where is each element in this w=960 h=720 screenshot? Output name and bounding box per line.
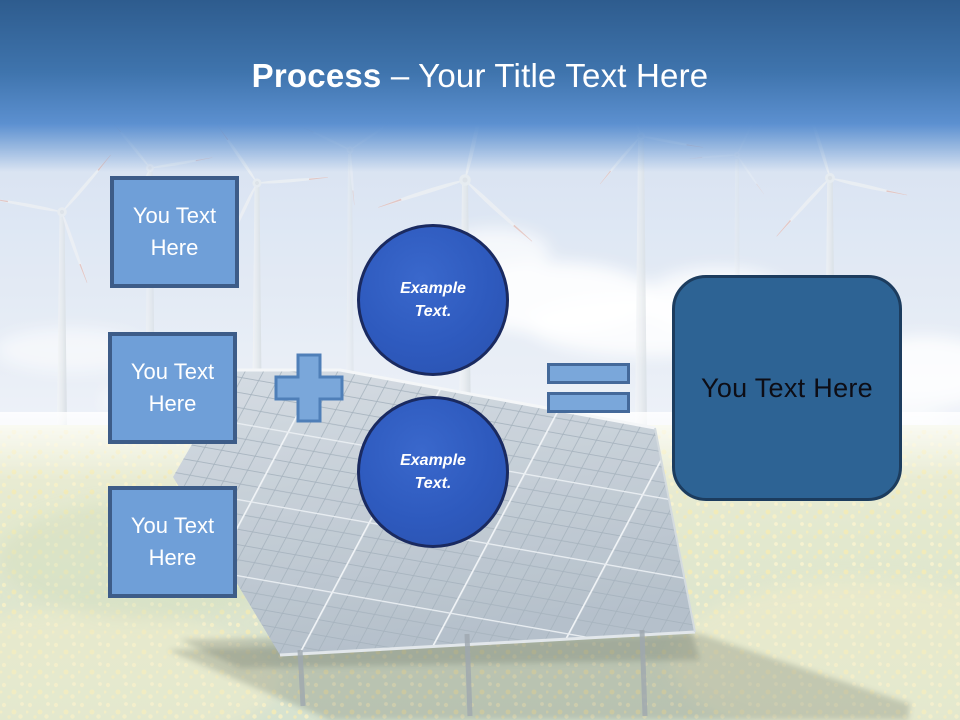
plus-icon[interactable] [274, 353, 344, 423]
slide-title-rest: – Your Title Text Here [381, 57, 709, 94]
result-box[interactable]: You Text Here [672, 275, 902, 501]
example-circle-2[interactable]: Example Text. [357, 396, 509, 548]
result-box-label: You Text Here [700, 372, 874, 403]
example-circle-1[interactable]: Example Text. [357, 224, 509, 376]
example-circle-1-label: Example Text. [400, 280, 466, 320]
step-box-3-label: You Text Here [130, 513, 215, 570]
step-box-1[interactable]: You Text Here [110, 176, 239, 288]
wind-turbine [298, 77, 424, 430]
step-box-2-label: You Text Here [130, 359, 215, 416]
step-box-3[interactable]: You Text Here [108, 486, 237, 598]
step-box-1-label: You Text Here [132, 203, 217, 260]
example-circle-2-label: Example Text. [400, 452, 466, 492]
wind-turbine [598, 75, 714, 428]
panel-posts [297, 629, 648, 717]
equals-icon[interactable] [547, 392, 630, 413]
title-banner: Process – Your Title Text Here [0, 0, 960, 172]
slide-title-bold: Process [251, 57, 382, 94]
wind-turbine [0, 111, 162, 430]
step-box-2[interactable]: You Text Here [108, 332, 237, 444]
slide-title[interactable]: Process – Your Title Text Here [0, 0, 960, 98]
equals-icon[interactable] [547, 363, 630, 384]
